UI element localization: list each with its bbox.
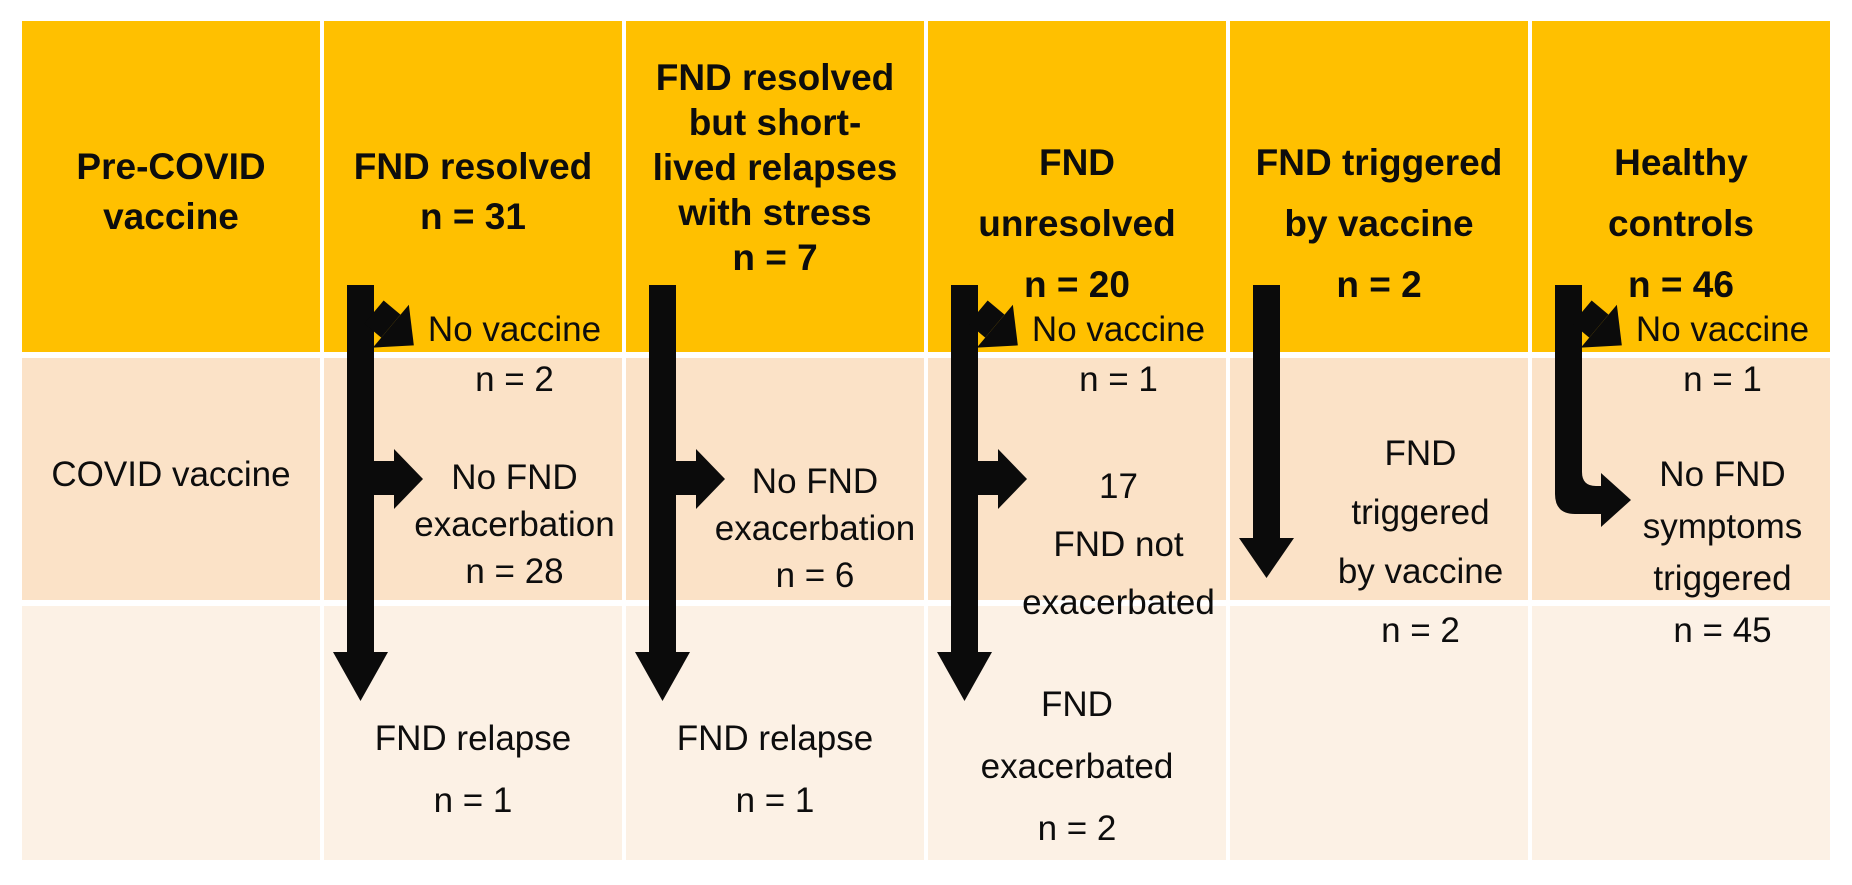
label-no-fnd-exacerbation-n6: No FND exacerbation n = 6 — [714, 462, 916, 595]
label-fnd-relapse-n1-col3: FND relapse n = 1 — [676, 719, 874, 820]
label-fnd-triggered-by-vaccine-n2: FND triggered by vaccine n = 2 — [1337, 434, 1504, 650]
cell-mid-covid-vaccine — [22, 358, 320, 600]
header-fnd-resolved: FND resolved n = 31 — [353, 146, 593, 237]
header-fnd-resolved-short-lived: FND resolved but short- lived relapses w… — [652, 57, 898, 278]
label-fnd-relapse-n1-col2: FND relapse n = 1 — [374, 719, 572, 820]
cell-bottom-pre-covid — [22, 606, 320, 860]
label-17-fnd-not-exacerbated: 17 FND not exacerbated — [1022, 467, 1215, 622]
header-pre-covid-vaccine: Pre-COVID vaccine — [76, 146, 266, 237]
label-no-vaccine-n2: No vaccine n = 2 — [427, 310, 602, 399]
header-fnd-unresolved: FND unresolved n = 20 — [978, 142, 1176, 305]
cell-bottom-fnd-triggered — [1230, 606, 1528, 860]
cell-header-pre-covid — [22, 21, 320, 352]
label-covid-vaccine-row: COVID vaccine — [51, 455, 291, 494]
label-no-vaccine-n1-col4: No vaccine n = 1 — [1031, 310, 1206, 399]
label-no-fnd-symptoms-triggered-n45: No FND symptoms triggered n = 45 — [1642, 455, 1803, 650]
header-healthy-controls: Healthy controls n = 46 — [1608, 142, 1754, 305]
label-fnd-exacerbated-n2: FND exacerbated n = 2 — [980, 685, 1174, 848]
cell-bottom-healthy-controls — [1532, 606, 1830, 860]
header-fnd-triggered-by-vaccine: FND triggered by vaccine n = 2 — [1255, 142, 1503, 305]
label-no-fnd-exacerbation-n28: No FND exacerbation n = 28 — [414, 458, 615, 591]
label-no-vaccine-n1-col6: No vaccine n = 1 — [1635, 310, 1810, 399]
